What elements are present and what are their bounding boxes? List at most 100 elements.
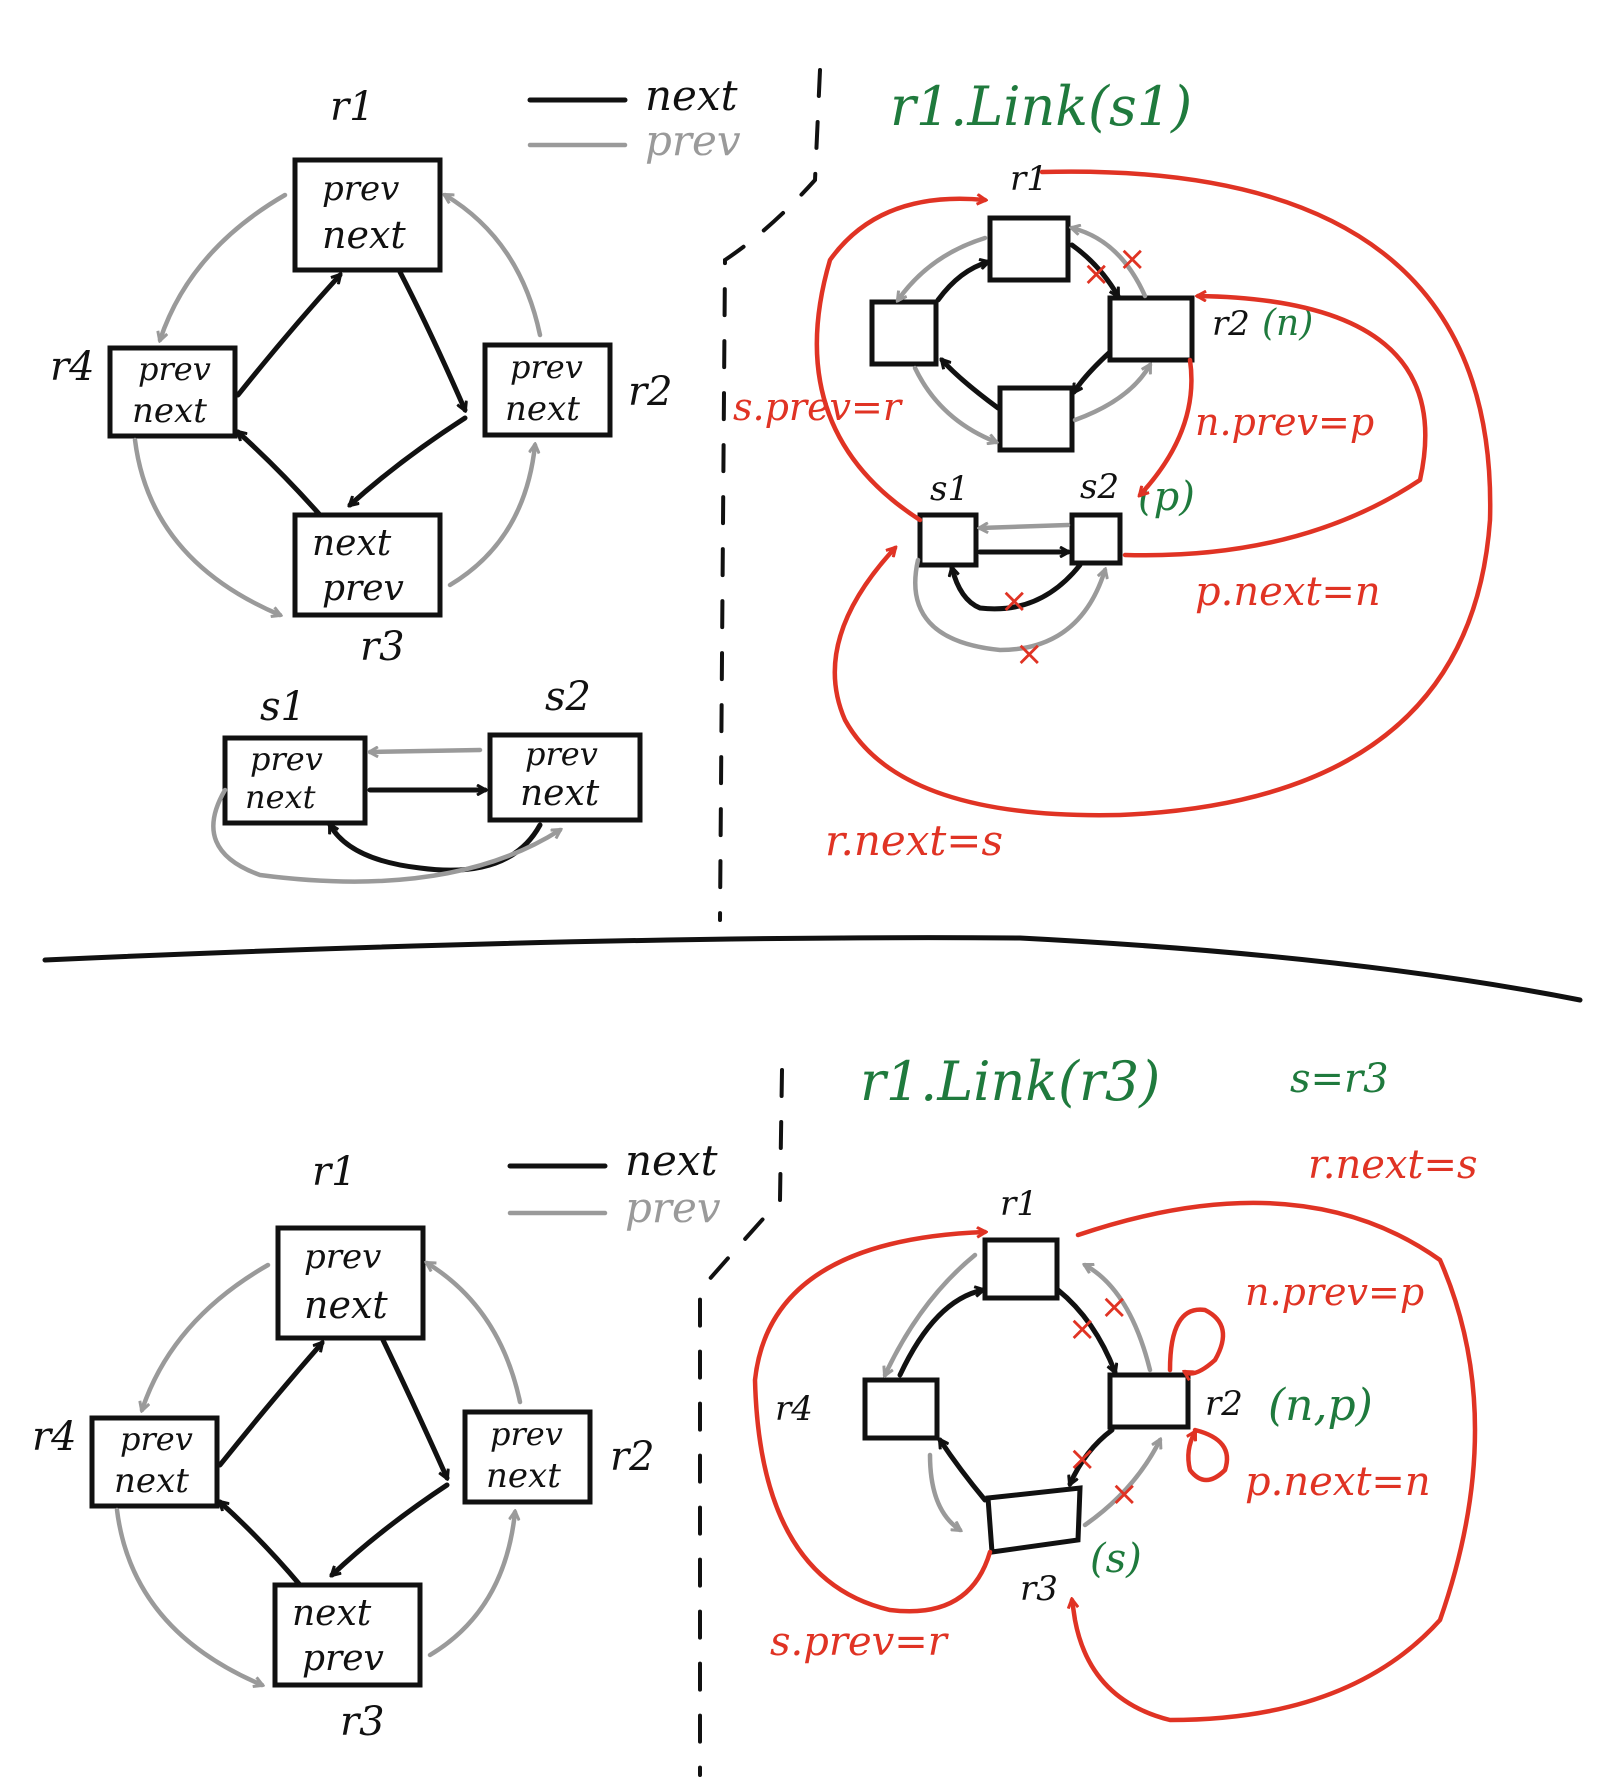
node-s2: s2 prev next — [487, 674, 643, 823]
node-field-1: prev — [138, 350, 211, 388]
node-label: r1 — [312, 1149, 357, 1195]
annotation-p-next: p.next=n — [1195, 569, 1381, 615]
prev-arrow-r1-r4 — [142, 1262, 271, 1410]
node-r3: next prev r3 — [292, 512, 443, 670]
ring-label-r1: r1 — [1000, 1184, 1038, 1224]
horizontal-divider — [42, 935, 1583, 1003]
annotation-p-next: p.next=n — [1245, 1459, 1431, 1505]
operation-subtitle: s=r3 — [1290, 1056, 1389, 1102]
node-label: r2 — [610, 1434, 655, 1480]
node-field-2: next — [304, 1283, 388, 1327]
ring-node-r2 — [1107, 295, 1195, 363]
ring-next-r1-r2 — [1055, 1287, 1115, 1372]
ring-next-r3-r4 — [942, 360, 1001, 411]
bottom-left-panel: next prev r1 prev next prev next r2 next… — [32, 1136, 721, 1745]
cut-mark: × — [1082, 254, 1111, 294]
ring-label-r4: r4 — [775, 1389, 813, 1429]
legend-next-label: next — [625, 1136, 718, 1185]
ring-next-r4-r1 — [897, 1290, 983, 1378]
node-label: r3 — [360, 624, 405, 670]
next-arrow-r2-r3 — [350, 415, 468, 505]
next-arrow-r1-r2 — [397, 269, 465, 410]
node-field-2: next — [245, 778, 316, 816]
node-field-2: next — [505, 389, 580, 429]
node-field-2: next — [114, 1461, 189, 1501]
node-field-2: next — [132, 391, 207, 431]
prev-arrow-r3-r2 — [447, 445, 535, 588]
next-arrow-r4-r1 — [217, 1343, 322, 1468]
node-field-1: prev — [250, 740, 323, 778]
cut-mark: × — [1015, 634, 1044, 674]
node-label: r4 — [32, 1414, 77, 1460]
node-field-1: next — [292, 1593, 372, 1634]
prev-arrow-r4-r3 — [132, 437, 280, 615]
node-label: r4 — [50, 344, 95, 390]
rewire-n-prev — [1140, 357, 1194, 495]
ring-label-r1: r1 — [1010, 159, 1048, 199]
rewire-r-next — [1072, 1200, 1478, 1723]
legend-next-label: next — [645, 71, 738, 120]
legend-prev-label: prev — [645, 116, 741, 165]
cut-mark: × — [1000, 581, 1029, 621]
ring-tag-np: (n,p) — [1268, 1380, 1373, 1431]
ring-prev-r4-r3 — [927, 1452, 960, 1530]
top-right-panel: r1.Link(s1) r1 r2 (n) × × s1 s2 (p) × × — [733, 75, 1493, 865]
annotation-s-prev: s.prev=r — [733, 385, 904, 429]
ring-prev-r1-r4 — [885, 1252, 978, 1375]
node-box — [462, 1409, 593, 1505]
ring-node-r3 — [985, 1485, 1083, 1555]
annotation-s-prev: s.prev=r — [770, 1619, 950, 1665]
node-label: r2 — [628, 369, 673, 415]
node-box — [292, 512, 443, 618]
ring-node-r4 — [869, 299, 939, 367]
legend-bottom: next prev — [507, 1136, 721, 1232]
ring-next-r3-r4 — [937, 1440, 988, 1503]
node-r4: r4 prev next — [50, 344, 238, 439]
node-field-1: prev — [490, 1415, 563, 1453]
s-prev-s1-s2 — [913, 557, 1105, 653]
prev-arrow-r4-r3 — [114, 1507, 262, 1685]
legend-top: next prev — [527, 71, 741, 165]
node-box — [275, 1225, 426, 1341]
node-field-2: prev — [302, 1638, 384, 1679]
ring-next-r1-r2 — [1069, 242, 1121, 296]
annotation-n-prev: n.prev=p — [1195, 400, 1374, 444]
s-label-s2: s2 — [1080, 467, 1119, 507]
node-r3: next prev r3 — [272, 1582, 423, 1745]
cut-mark: × — [1100, 1287, 1129, 1327]
vertical-divider-top — [718, 68, 822, 922]
node-box — [482, 342, 613, 438]
prev-arrow-s2-s1 — [370, 750, 483, 752]
next-arrow-s2-s1 — [327, 825, 543, 873]
node-field-1: prev — [525, 735, 598, 773]
ring-next-r2-r3 — [1070, 1427, 1115, 1484]
node-field-1: prev — [322, 169, 399, 209]
ring-prev-r2-r1 — [1085, 1262, 1153, 1373]
bottom-right-panel: r1.Link(r3) s=r3 r1 r2 (n,p) r3 (s) r4 ×… — [752, 1050, 1478, 1723]
node-r4: r4 prev next — [32, 1414, 220, 1509]
operation-title: r1.Link(r3) — [860, 1050, 1160, 1113]
node-r1: r1 prev next — [275, 1149, 426, 1341]
node-field-1: next — [312, 523, 392, 564]
node-r2: prev next r2 — [482, 342, 673, 438]
node-r2: prev next r2 — [462, 1409, 655, 1505]
node-box — [222, 735, 368, 826]
ring-prev-r3-r2 — [1072, 365, 1153, 423]
ring-node-r2 — [1107, 1372, 1191, 1430]
node-box — [89, 1415, 220, 1509]
s-prev-s2-s1 — [980, 525, 1071, 528]
rewire-s-prev — [814, 199, 985, 523]
prev-arrow-r2-r1 — [445, 192, 543, 338]
top-left-panel: next prev r1 prev next prev next r2 next… — [50, 71, 741, 884]
s-tag-p: (p) — [1138, 474, 1195, 520]
node-field-2: next — [486, 1456, 561, 1496]
ring-next-r2-r3 — [1071, 349, 1113, 392]
node-field-1: prev — [510, 348, 583, 386]
ring-label-r2: r2 — [1212, 304, 1250, 344]
cut-mark: × — [1068, 1309, 1097, 1349]
rewire-p-next — [1122, 296, 1428, 558]
node-box — [272, 1582, 423, 1688]
node-label: r3 — [340, 1699, 385, 1745]
cut-mark: × — [1110, 1474, 1139, 1514]
